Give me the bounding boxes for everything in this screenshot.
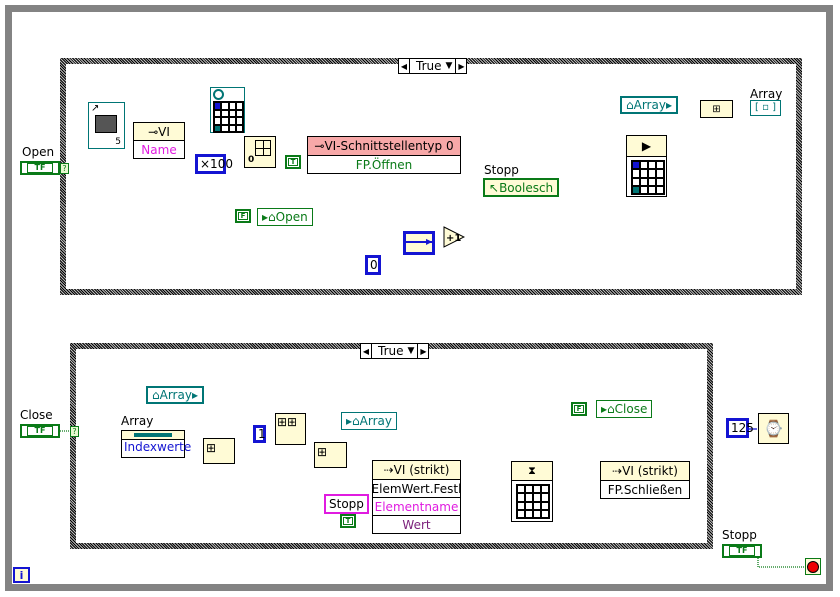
close-boolean-control[interactable]: TF <box>20 424 60 438</box>
false-constant-close[interactable]: F <box>571 402 587 416</box>
control-refs-icon <box>210 87 245 133</box>
increment-case-icon[interactable]: ▶ <box>417 344 428 358</box>
index-constant[interactable]: 1 <box>253 425 266 443</box>
chevron-down-icon[interactable]: ▼ <box>407 346 415 356</box>
array-local-variable-read[interactable]: ⌂Array▸ <box>620 96 678 114</box>
index-array-node[interactable]: 0 <box>244 136 276 168</box>
loop-stop-terminal[interactable] <box>805 558 821 575</box>
replace-array-subset-node[interactable]: ⊞⊞ <box>275 413 306 445</box>
stopp-string-constant[interactable]: Stopp <box>324 494 369 514</box>
increment-case-icon[interactable]: ▶ <box>455 59 466 73</box>
close-control-label: Close <box>20 408 53 422</box>
chevron-down-icon[interactable]: ▼ <box>445 61 453 71</box>
case-selector-open[interactable]: ◀ True ▼ ▶ <box>398 58 468 74</box>
array-indicator-label: Array <box>750 87 783 101</box>
hourglass-icon: ⧗ <box>512 462 552 481</box>
wait-on-async-call-node[interactable]: ⧗ <box>511 461 553 522</box>
call-by-reference-node[interactable]: ▶ <box>626 135 667 197</box>
case-structure-open[interactable] <box>60 58 802 295</box>
array-control-label: Array <box>121 414 154 428</box>
array-local-variable-write[interactable]: ▸⌂Array <box>341 412 397 430</box>
x100-constant[interactable]: ×100 <box>195 154 233 174</box>
array-local-variable-read[interactable]: ⌂Array▸ <box>146 386 204 404</box>
stop-icon <box>807 560 819 573</box>
shift-init-constant[interactable]: 0 <box>365 255 381 275</box>
wire-stop-button <box>751 550 806 568</box>
wait-ms-constant[interactable]: 125 <box>726 418 754 438</box>
iteration-terminal: i <box>13 567 30 583</box>
case-selector-terminal: ? <box>70 426 79 437</box>
svg-text:+1: +1 <box>446 233 461 244</box>
close-local-variable[interactable]: ▸⌂Close <box>596 400 653 418</box>
invoke-fp-close[interactable]: ⇢ VI (strikt) FP.Schließen <box>600 461 690 499</box>
array-indicator[interactable]: [ ▫ ] <box>750 100 781 116</box>
decrement-case-icon[interactable]: ◀ <box>361 344 372 358</box>
feedback-node[interactable]: ▶ <box>403 231 435 255</box>
build-array-node[interactable]: ⊞ <box>700 100 733 118</box>
case-selector-close[interactable]: ◀ True ▼ ▶ <box>360 343 430 359</box>
while-loop-frame[interactable] <box>5 5 833 591</box>
index-array-node-2[interactable]: ⊞ <box>314 442 347 468</box>
boolesch-reference[interactable]: ↖ Boolesch <box>483 178 560 197</box>
invoke-node-fp-open[interactable]: ⊸ VI-Schnittstellentyp 0 FP.Öffnen <box>307 136 461 174</box>
stopp-ref-label: Stopp <box>484 163 519 177</box>
true-constant-open[interactable]: T <box>285 155 301 169</box>
decrement-case-icon[interactable]: ◀ <box>399 59 410 73</box>
stop-boolean-control[interactable]: TF <box>722 544 762 558</box>
invoke-set-control-value[interactable]: ⇢ VI (strikt) ElemWert.Festl Elementname… <box>372 460 461 534</box>
increment-node[interactable]: +1 <box>443 226 466 251</box>
vi-reference-icon: ↗ 5 <box>88 102 125 149</box>
wait-ms-clock-icon[interactable]: ⌚ <box>758 413 789 444</box>
false-constant-open[interactable]: F <box>235 209 251 223</box>
true-constant-wert[interactable]: T <box>340 514 356 528</box>
open-local-variable[interactable]: ▸⌂Open <box>257 208 313 226</box>
vi-name-property-node[interactable]: ⊸ VI Name <box>133 122 185 159</box>
case-selector-terminal: ? <box>60 163 69 174</box>
stop-control-label: Stopp <box>722 528 757 542</box>
open-control-label: Open <box>22 145 55 159</box>
open-boolean-control[interactable]: TF <box>20 161 60 175</box>
index-array-node-1[interactable]: ⊞ <box>203 438 235 464</box>
array-index-property-node[interactable]: Indexwerte <box>121 430 191 458</box>
